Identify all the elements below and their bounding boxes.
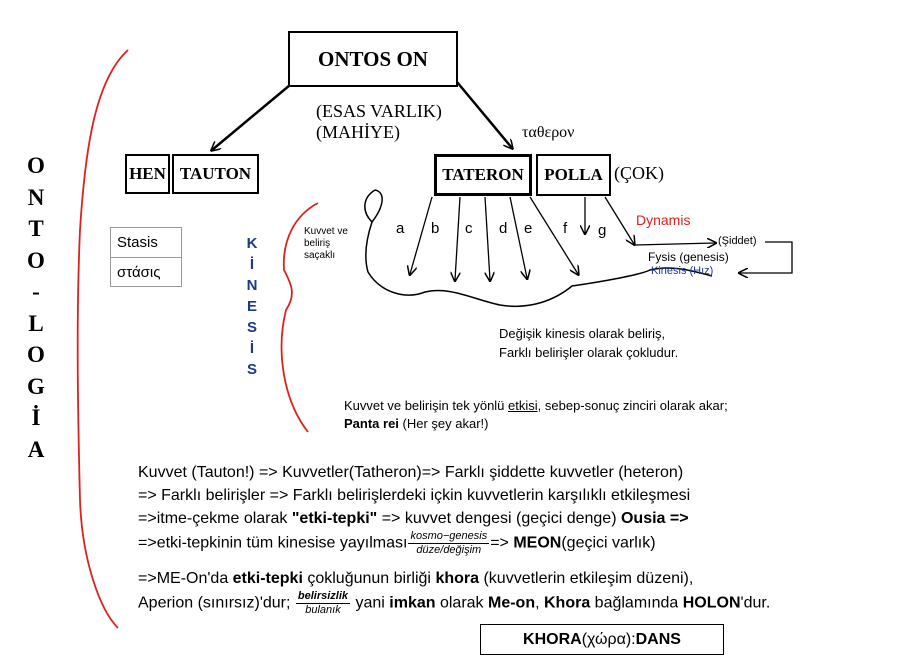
fysis-text: Fysis (genesis) (648, 250, 729, 264)
letter-b: b (431, 220, 440, 237)
greek-tateron-text: ταθερον (522, 124, 575, 141)
ontos-on-label: ONTOS ON (318, 46, 428, 71)
kinesis-letter: E (246, 298, 257, 315)
letter-f: f (563, 220, 568, 237)
khora-box: KHORA(χώρα): DANS (480, 624, 724, 655)
kinesis-letter: S (246, 319, 257, 336)
siddet-loop (740, 241, 793, 273)
akar-line-2: Panta rei (Her şey akar!) (344, 416, 489, 431)
ontologia-letter: A (27, 436, 45, 462)
ontos-on-box: ONTOS ON (288, 31, 458, 87)
tateron-label: TATERON (442, 165, 524, 184)
paragraph-line-1: Kuvvet (Tauton!) => Kuvvetler(Tatheron)=… (138, 464, 684, 481)
mahiye-text: (MAHİYE) (316, 122, 400, 142)
ontologia-letter: T (28, 216, 44, 241)
cok-text: (ÇOK) (614, 163, 664, 183)
arrow-a (410, 196, 433, 274)
letter-a: a (396, 220, 405, 237)
akar-line-1: Kuvvet ve belirişin tek yönlü etkisi, se… (344, 398, 728, 413)
siddet-text: (Şiddet) (718, 235, 757, 247)
kinesis-bracket (280, 202, 319, 433)
arrow-siddet (634, 243, 715, 245)
polla-label: POLLA (544, 165, 603, 184)
kinesis-letter: K (246, 235, 258, 252)
arrow-c (484, 196, 490, 280)
polla-box: POLLA (536, 154, 611, 196)
ontologia-letter: L (28, 310, 44, 336)
kinesis-hiz-text: Kinesis (Hız) (651, 265, 714, 277)
kinesis-letter: S (246, 361, 257, 378)
paragraph-line-5: =>ME-On'da etki-tepki çokluğunun birliği… (138, 570, 694, 587)
hen-box: HEN (125, 154, 170, 194)
ontologia-letter: N (27, 184, 45, 210)
ontologia-bracket (76, 49, 129, 629)
letter-e: e (524, 220, 533, 237)
paragraph-line-3: =>itme-çekme olarak "etki-tepki" => kuvv… (138, 510, 689, 527)
stasis-greek-cell: στάσις (117, 264, 161, 281)
ontologia-letter: İ (31, 405, 41, 430)
tauton-box: TAUTON (172, 154, 259, 194)
arrow-g (604, 196, 634, 244)
letter-c: c (465, 220, 473, 237)
arrow-b (455, 196, 461, 280)
ontologia-letter: O (27, 153, 45, 178)
letter-d: d (499, 220, 508, 237)
stasis-cell: Stasis (111, 228, 181, 258)
kuvvet-belirsis-line: beliriş (304, 238, 331, 249)
kuvvet-belirsis-line: Kuvvet ve (304, 226, 348, 237)
stasis-table: Stasis στάσις (110, 227, 182, 287)
kinesis-letter: N (246, 277, 258, 294)
arrow-d (509, 196, 527, 278)
kinesis-letter: İ (249, 256, 255, 273)
arrow-to-hen (212, 84, 291, 150)
arrow-to-tateron (456, 81, 512, 148)
esas-varlik-text: (ESAS VARLIK) (316, 101, 442, 121)
paragraph-line-2: => Farklı belirişler => Farklı belirişle… (138, 487, 691, 504)
ontologia-letter: G (27, 373, 45, 399)
ontologia-letter: - (32, 279, 40, 304)
kinesis-letter: İ (249, 340, 255, 357)
arrow-e (529, 196, 578, 274)
degisik-line-2: Farklı belirişler olarak çokludur. (499, 345, 679, 360)
kuvvet-belirsis-line: saçaklı (304, 250, 336, 261)
ontologia-letter: O (27, 247, 45, 273)
kinesis-blob (364, 189, 713, 307)
hen-label: HEN (129, 164, 166, 183)
ontologia-letter: O (27, 342, 45, 367)
letter-g: g (598, 222, 607, 239)
tauton-label: TAUTON (179, 164, 252, 183)
dynamis-text: Dynamis (636, 212, 691, 228)
degisik-line-1: Değişik kinesis olarak beliriş, (499, 326, 666, 341)
tateron-box: TATERON (434, 154, 532, 196)
